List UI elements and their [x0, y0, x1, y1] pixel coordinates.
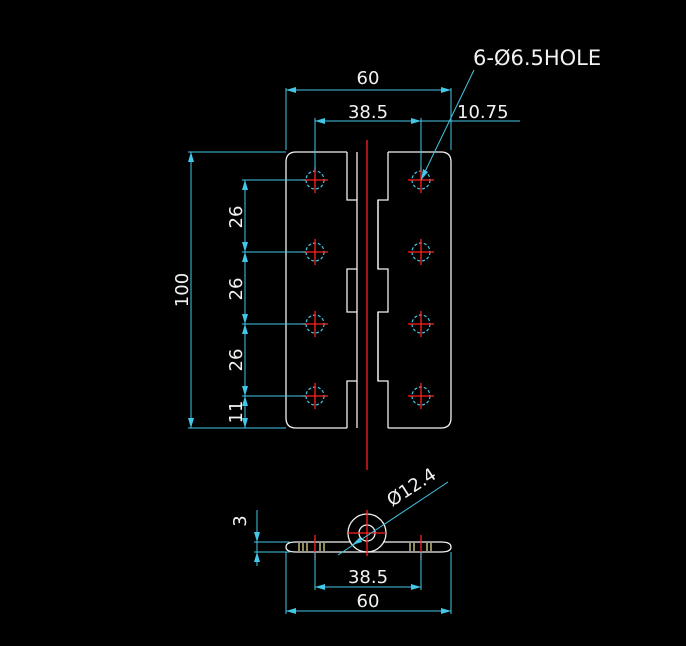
hole-left-4 [302, 383, 328, 409]
left-leaf-outline [285, 151, 347, 429]
right-leaf-outline [388, 151, 452, 429]
dimension-edge-offset: 10.75 [421, 102, 520, 150]
dimension-thickness: 3 [230, 510, 290, 566]
dimension-hole-spacing-top: 38.5 [314, 102, 422, 170]
dim-pitch-1-label: 26 [226, 206, 247, 229]
dimension-height: 100 [172, 151, 286, 429]
dim-hole-spacing-bottom-label: 38.5 [348, 567, 388, 588]
hole-right-3 [408, 311, 434, 337]
hole-left-3 [302, 311, 328, 337]
knuckle-profile-right [377, 152, 389, 428]
knuckle-profile [346, 152, 358, 428]
hole-right-4 [408, 383, 434, 409]
dim-knuckle-diameter-label: Ø12.4 [383, 464, 440, 511]
hole-callout: 6-Ø6.5HOLE [420, 46, 601, 181]
hinge-front-view [285, 140, 452, 470]
dim-bottom-offset-label: 11 [226, 401, 247, 424]
hole-left-1 [302, 167, 328, 193]
dim-hole-spacing-top-label: 38.5 [348, 102, 388, 123]
dim-height-label: 100 [172, 273, 193, 307]
dim-pitch-2-label: 26 [226, 278, 247, 301]
dim-width-bottom-label: 60 [357, 591, 380, 612]
dimension-width-bottom: 60 [285, 552, 452, 614]
hole-callout-label: 6-Ø6.5HOLE [473, 46, 601, 70]
hole-left-2 [302, 239, 328, 265]
dim-edge-offset-label: 10.75 [457, 102, 509, 123]
side-plate-outline [285, 541, 452, 553]
dimension-hole-spacing-bottom: 38.5 [314, 552, 422, 590]
dim-pitch-3-label: 26 [226, 349, 247, 372]
dimension-hole-pitch: 26 26 26 11 [226, 179, 306, 428]
dim-thickness-label: 3 [230, 515, 251, 526]
hole-right-2 [408, 239, 434, 265]
dim-width-top-label: 60 [357, 68, 380, 89]
mounting-holes [302, 167, 434, 409]
